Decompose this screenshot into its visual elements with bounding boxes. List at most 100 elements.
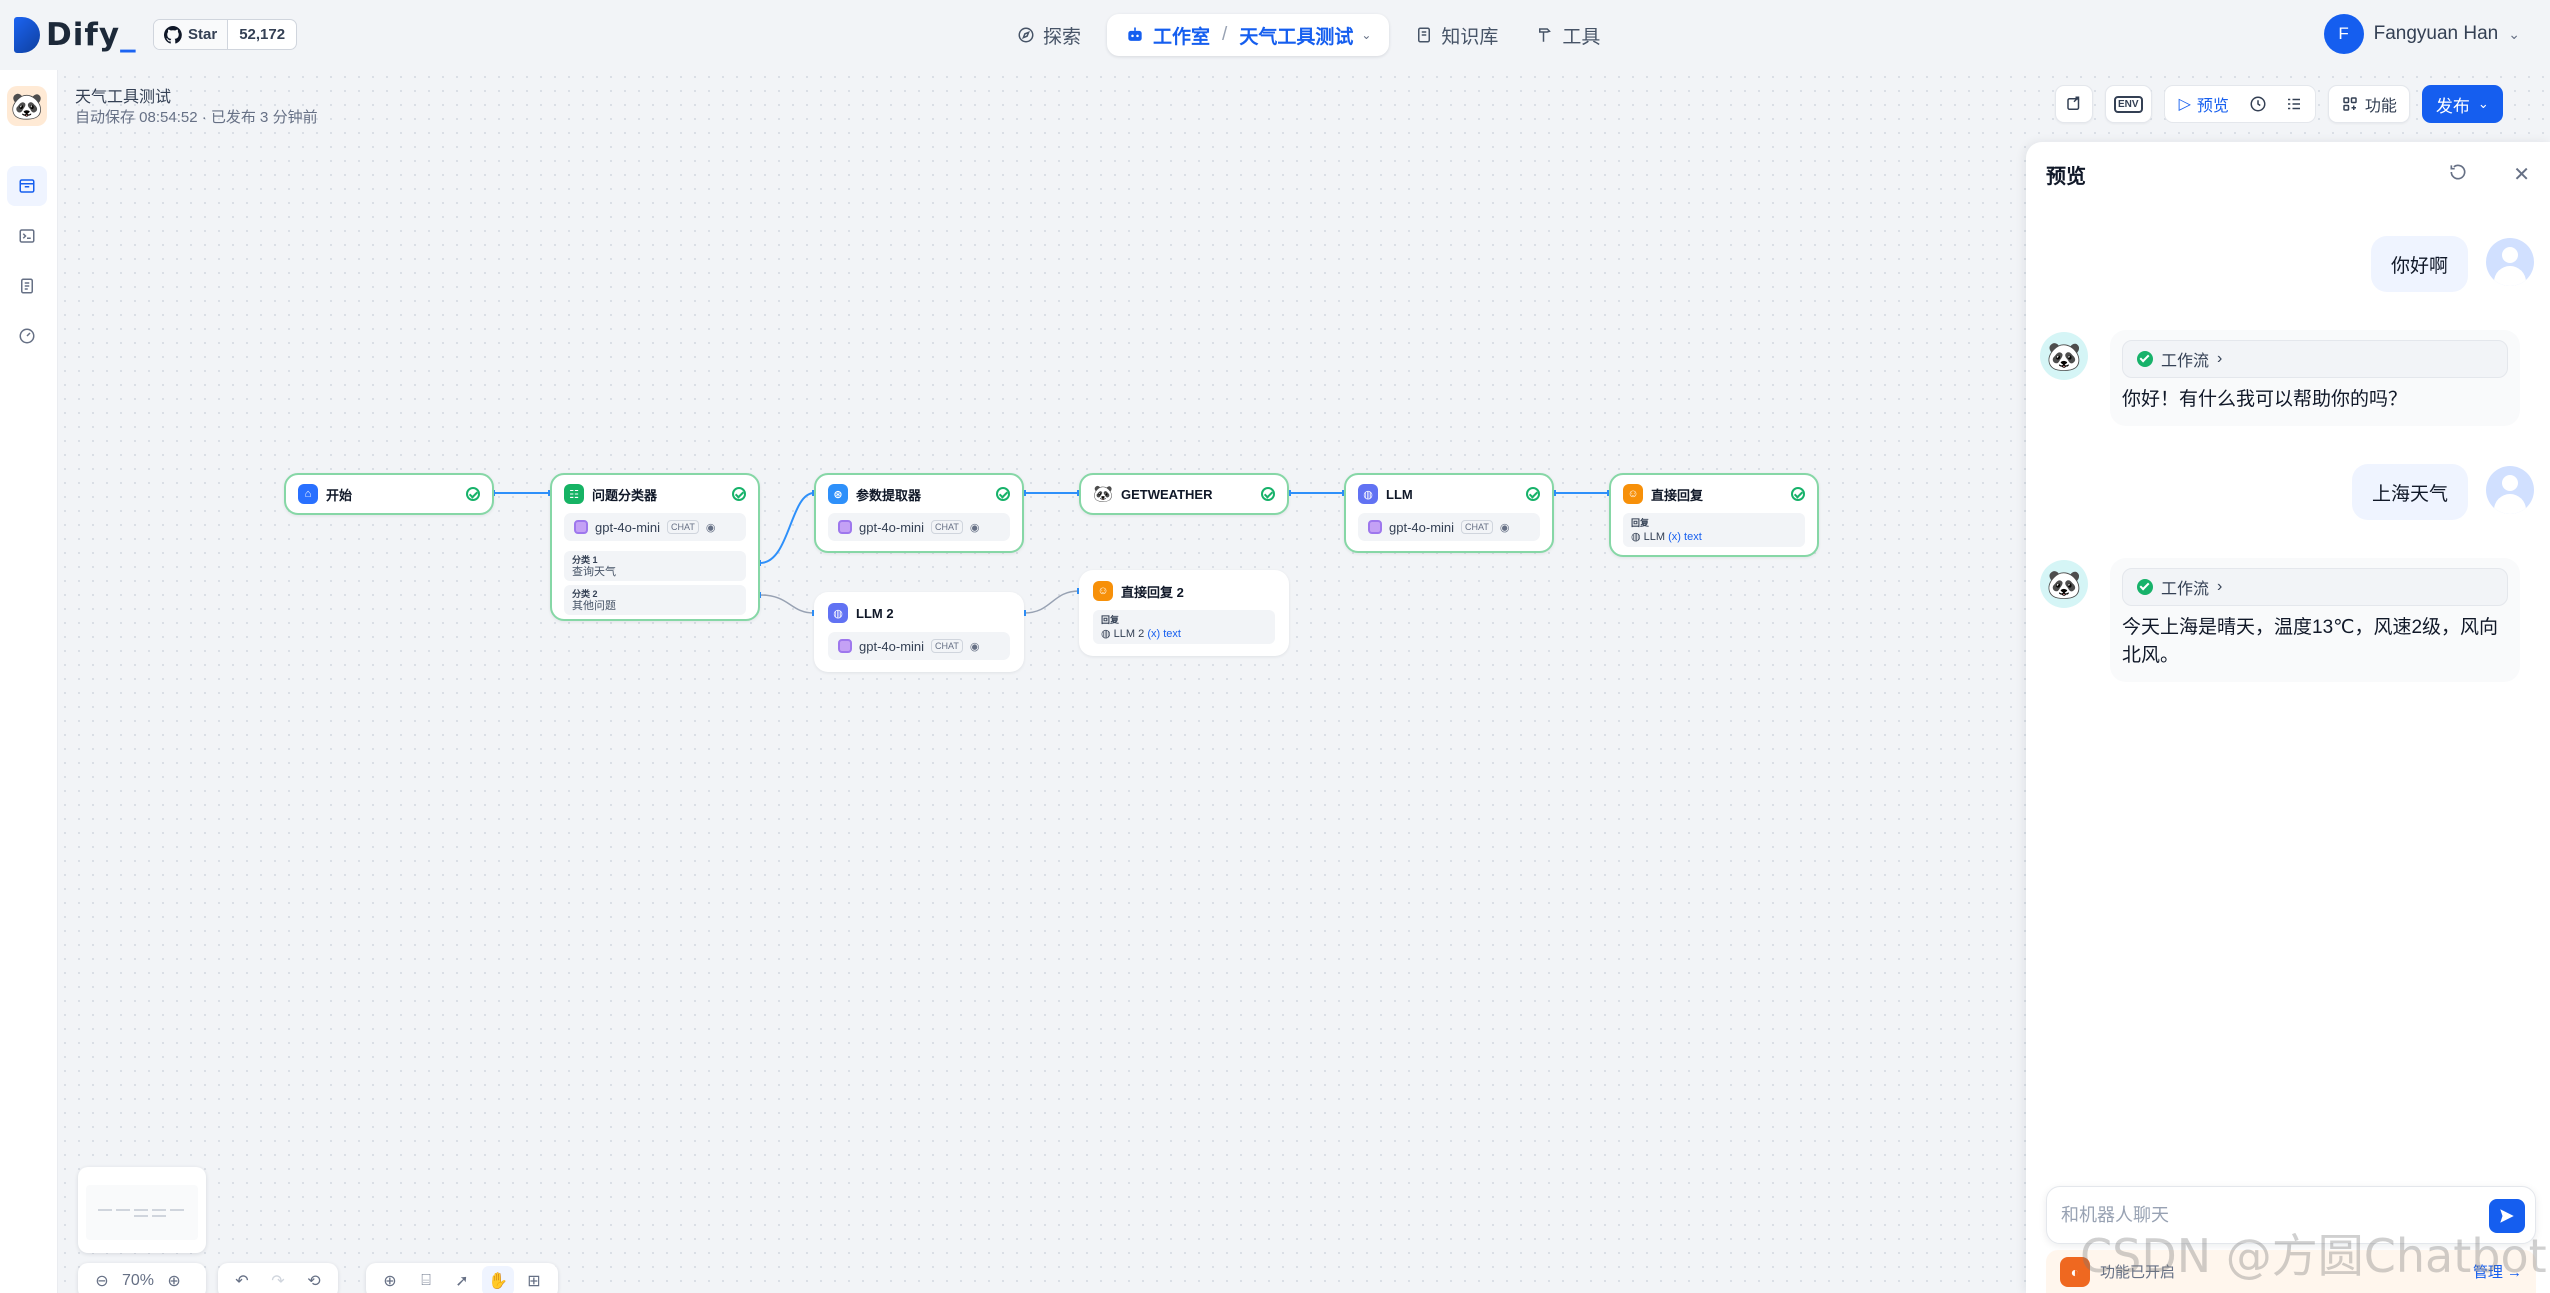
hand-mode-button[interactable]: ✋ <box>482 1266 514 1293</box>
variable-tag: (x) text <box>1147 628 1181 640</box>
sidebar-item-api[interactable] <box>7 216 47 256</box>
node-getweather-tool[interactable]: 🐼 GETWEATHER <box>1079 473 1289 515</box>
top-navigation: Dify_ Star 52,172 探索 工作室 / 天气工具测试 ⌄ 知识库 … <box>0 0 2550 70</box>
pointer-mode-button[interactable]: ➚ <box>446 1266 478 1293</box>
class-item: 分类 1 查询天气 <box>564 551 746 581</box>
openai-model-icon <box>1368 520 1382 534</box>
chat-input[interactable] <box>2061 1187 2461 1243</box>
redo-icon: ↷ <box>271 1273 285 1290</box>
sidebar-item-monitor[interactable] <box>7 316 47 356</box>
bot-avatar: 🐼 <box>2040 332 2088 380</box>
workflow-process-toggle[interactable]: 工作流 › <box>2122 568 2508 606</box>
arrow-right-icon: → <box>2507 1264 2522 1281</box>
manage-link[interactable]: 管理 → <box>2472 1264 2522 1281</box>
add-note-button[interactable]: ⌸ <box>410 1266 442 1293</box>
dify-logo-mark <box>14 17 40 53</box>
chevron-down-icon: ⌄ <box>1361 28 1372 42</box>
dify-logo[interactable]: Dify_ <box>14 17 137 53</box>
model-badge: gpt-4o-mini CHAT ◉ <box>828 632 1010 660</box>
weather-tool-icon: 🐼 <box>1093 484 1113 504</box>
sidebar-item-logs[interactable] <box>7 266 47 306</box>
chevron-right-icon: › <box>2217 578 2223 595</box>
history-icon: ⟲ <box>307 1273 321 1290</box>
workflow-process-toggle[interactable]: 工作流 › <box>2122 340 2508 378</box>
robot-icon <box>1128 27 1142 41</box>
nav-studio[interactable]: 工作室 / 天气工具测试 ⌄ <box>1107 14 1390 56</box>
eye-icon: ◉ <box>969 521 980 534</box>
close-button[interactable]: ✕ <box>2513 162 2530 187</box>
send-button[interactable] <box>2489 1199 2525 1233</box>
github-star-widget[interactable]: Star 52,172 <box>153 19 298 50</box>
version-history-button[interactable]: ⟲ <box>298 1266 330 1293</box>
openai-model-icon <box>574 520 588 534</box>
success-check-icon <box>466 487 480 501</box>
publish-button[interactable]: 发布 ⌄ <box>2421 85 2503 123</box>
send-icon <box>2500 1209 2514 1223</box>
zoom-out-button[interactable]: ⊖ <box>86 1266 118 1293</box>
nav-explore[interactable]: 探索 <box>1005 14 1093 56</box>
nav-knowledge[interactable]: 知识库 <box>1403 14 1510 56</box>
layout-icon: ⊞ <box>527 1273 541 1290</box>
canvas-controls: ⊕ ⌸ ➚ ✋ ⊞ <box>366 1263 558 1293</box>
zoom-level[interactable]: 70% <box>122 1272 155 1289</box>
watermark-text: CSDN @方圆Chatbot <box>2080 1229 2547 1283</box>
bot-message: 工作流 › 你好！有什么我可以帮助你的吗？ <box>2110 330 2520 426</box>
restart-button[interactable] <box>2448 162 2468 187</box>
app-avatar-icon[interactable]: 🐼 <box>7 86 47 126</box>
github-icon <box>164 25 182 44</box>
llm-icon: ◍ <box>1631 531 1641 543</box>
run-history-button[interactable] <box>2241 89 2275 119</box>
sidebar-item-orchestrate[interactable] <box>7 166 47 206</box>
zoom-in-button[interactable]: ⊕ <box>158 1266 190 1293</box>
node-llm-2[interactable]: ◍ LLM 2 gpt-4o-mini CHAT ◉ <box>814 592 1024 672</box>
history-controls: ↶ ↷ ⟲ <box>218 1263 338 1293</box>
user-avatar <box>2486 238 2534 286</box>
node-question-classifier[interactable]: ☷ 问题分类器 gpt-4o-mini CHAT ◉ 分类 1 查询天气 分类 … <box>550 473 760 621</box>
features-button[interactable]: 功能 <box>2327 85 2410 123</box>
github-star-count: 52,172 <box>239 26 286 43</box>
success-check-icon <box>1261 487 1275 501</box>
redo-button[interactable]: ↷ <box>262 1266 294 1293</box>
bot-message: 工作流 › 今天上海是晴天，温度13℃，风速2级，风向北风。 <box>2110 558 2520 682</box>
undo-icon: ↶ <box>235 1273 249 1290</box>
extractor-icon: ⊛ <box>828 484 848 504</box>
cursor-icon: ➚ <box>455 1273 469 1290</box>
nav-tools[interactable]: 工具 <box>1524 14 1612 56</box>
success-check-icon <box>1526 487 1540 501</box>
checklist-list-button[interactable] <box>2277 89 2311 119</box>
zoom-out-icon: ⊖ <box>95 1273 109 1290</box>
user-menu[interactable]: F Fangyuan Han ⌄ <box>2323 14 2520 54</box>
openai-model-icon <box>838 639 852 653</box>
left-sidebar: 🐼 <box>0 70 58 1293</box>
app-title: 天气工具测试 <box>75 89 172 106</box>
add-node-button[interactable]: ⊕ <box>374 1266 406 1293</box>
reply-content: 回复 ◍ LLM 2 (x) text <box>1093 610 1275 644</box>
home-icon: ⌂ <box>298 484 318 504</box>
undo-button[interactable]: ↶ <box>226 1266 258 1293</box>
main-nav: 探索 工作室 / 天气工具测试 ⌄ 知识库 工具 <box>1005 14 1612 56</box>
env-button[interactable]: ENV <box>2105 85 2152 123</box>
user-avatar <box>2486 466 2534 514</box>
success-check-icon <box>2137 579 2153 595</box>
node-direct-reply-2[interactable]: ☺ 直接回复 2 回复 ◍ LLM 2 (x) text <box>1079 570 1289 656</box>
minimap[interactable] <box>78 1167 206 1253</box>
openai-model-icon <box>838 520 852 534</box>
organize-button[interactable]: ⊞ <box>518 1266 550 1293</box>
checklist-button[interactable] <box>2055 85 2093 123</box>
refresh-icon <box>2450 164 2466 180</box>
node-parameter-extractor[interactable]: ⊛ 参数提取器 gpt-4o-mini CHAT ◉ <box>814 473 1024 553</box>
preview-button[interactable]: ▷ 预览 <box>2178 96 2229 115</box>
features-bar: ◐ 功能已开启 管理 → <box>2046 1250 2536 1293</box>
model-badge: gpt-4o-mini CHAT ◉ <box>1358 513 1540 541</box>
node-llm[interactable]: ◍ LLM gpt-4o-mini CHAT ◉ <box>1344 473 1554 553</box>
document-icon <box>21 278 33 294</box>
brand-cursor: _ <box>120 17 137 53</box>
current-app-selector[interactable]: 天气工具测试 <box>1239 26 1354 48</box>
user-message: 你好啊 <box>2370 236 2468 292</box>
brand-name: Dify <box>46 17 121 53</box>
node-start[interactable]: ⌂ 开始 <box>284 473 494 515</box>
success-check-icon <box>996 487 1010 501</box>
eye-icon: ◉ <box>1499 521 1510 534</box>
preview-group: ▷ 预览 <box>2163 85 2316 123</box>
node-direct-reply[interactable]: ☺ 直接回复 回复 ◍ LLM (x) text <box>1609 473 1819 557</box>
